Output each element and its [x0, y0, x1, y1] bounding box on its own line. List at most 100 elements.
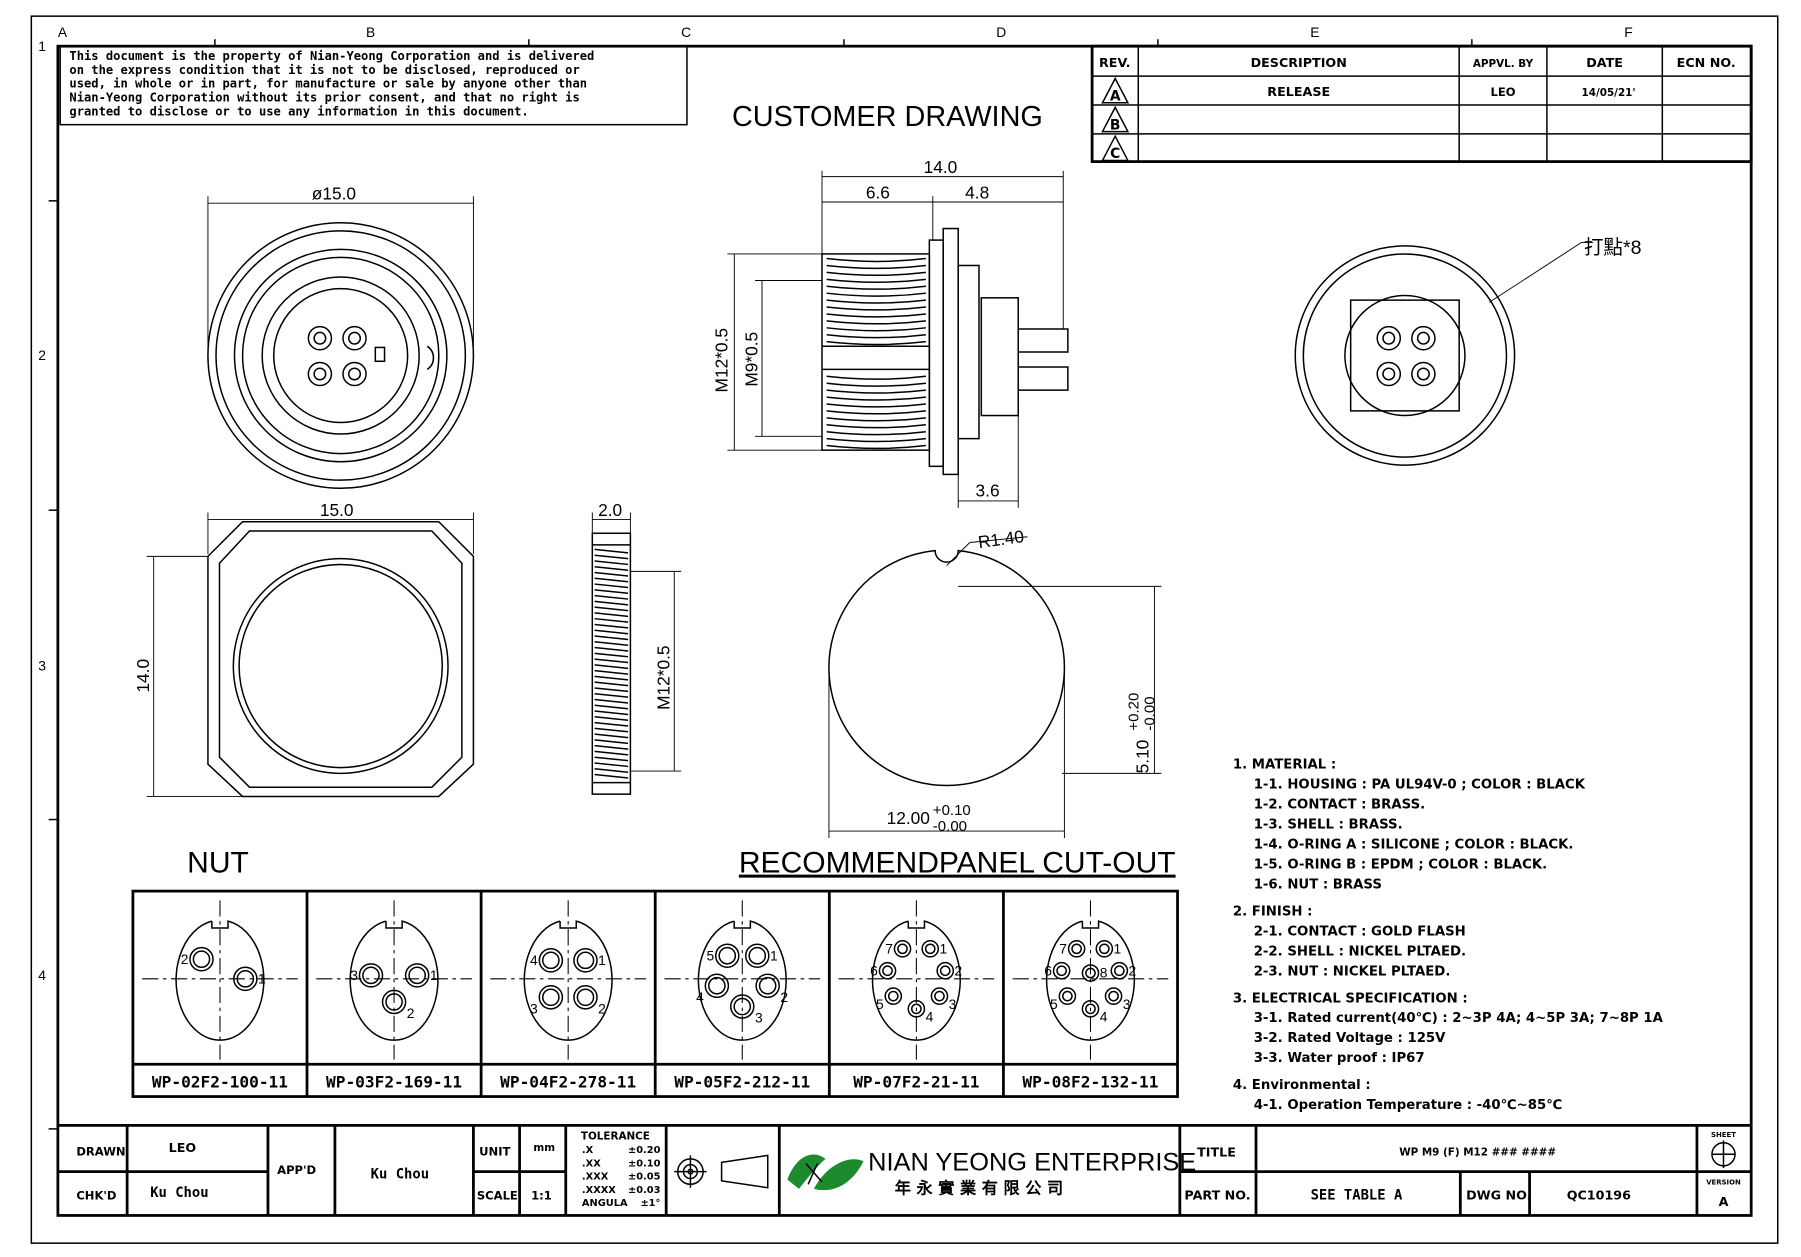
unit-label: UNIT — [479, 1144, 510, 1158]
thread-hatching — [826, 257, 926, 450]
notice-line: This document is the property of Nian-Ye… — [69, 49, 594, 63]
rev-letter: B — [1110, 117, 1121, 133]
pin-contact — [878, 961, 897, 980]
pin-number: 1 — [770, 947, 778, 963]
pin-number: 3 — [530, 1000, 538, 1016]
company-name-zh: 年 永 實 業 有 限 公 司 — [895, 1179, 1063, 1198]
scale-label: SCALE — [477, 1188, 518, 1202]
checked-label: CHK'D — [76, 1188, 116, 1202]
dwg-no-value: QC10196 — [1567, 1187, 1631, 1202]
inner-frame — [56, 44, 1753, 1217]
dwg-no-label: DWG NO. — [1466, 1187, 1531, 1202]
zone-ticks — [48, 39, 1473, 1130]
notice-line: used, in whole or in part, for manufactu… — [69, 77, 587, 91]
tolerance-value: ±0.03 — [628, 1185, 661, 1196]
note-line: 3. ELECTRICAL SPECIFICATION : — [1233, 991, 1468, 1006]
company-logo — [787, 1154, 864, 1191]
pin-number: 2 — [181, 951, 189, 967]
rev-date: 14/05/21' — [1582, 87, 1636, 99]
part-number: WP-03F2-169-11 — [326, 1072, 462, 1091]
drawing-title: CUSTOMER DRAWING — [732, 101, 1043, 133]
property-notice: This document is the property of Nian-Ye… — [59, 45, 688, 126]
pin-number: 5 — [876, 996, 884, 1012]
note-line: 1. MATERIAL : — [1233, 758, 1336, 773]
side-dim-b: 4.8 — [965, 183, 989, 203]
date-header: DATE — [1586, 55, 1623, 70]
approved-by-header: APPVL. BY — [1473, 58, 1534, 70]
pin-number: 4 — [696, 989, 704, 1005]
rev-header: REV. — [1099, 55, 1130, 70]
rev-approved-by: LEO — [1491, 85, 1516, 99]
pin-contact — [573, 948, 598, 973]
tolerance-precision: .XXX — [582, 1172, 609, 1183]
part-number: WP-02F2-100-11 — [152, 1072, 288, 1091]
outer-border — [30, 15, 1779, 1244]
pin-number: 3 — [1123, 996, 1131, 1012]
pin-contact — [884, 987, 903, 1005]
rev-triangle-c: C — [1101, 134, 1130, 162]
note-line: 3-3. Water proof : IP67 — [1254, 1051, 1425, 1066]
pin-number: 3 — [755, 1010, 763, 1026]
front-view: ø15.0 — [207, 184, 475, 490]
pin-contact — [936, 961, 955, 980]
note-line: 3-1. Rated current(40℃) : 2~3P 4A; 4~5P … — [1254, 1011, 1664, 1026]
zone-a: A — [58, 24, 68, 40]
version-label: VERSION — [1706, 1178, 1741, 1186]
note-line: 2. FINISH : — [1233, 904, 1313, 919]
title-label: TITLE — [1197, 1145, 1236, 1160]
note-line: 1-5. O-RING B : EPDM ; COLOR : BLACK. — [1254, 858, 1548, 873]
nut-label: NUT — [187, 847, 249, 880]
pin-number: 1 — [598, 952, 606, 968]
note-line: 3-2. Rated Voltage : 125V — [1254, 1031, 1446, 1046]
rev-letter: A — [1110, 88, 1121, 104]
pin-number: 5 — [1050, 996, 1058, 1012]
zone-c: C — [681, 24, 691, 40]
title-block: DRAWN LEO CHK'D Ku Chou APP'D Ku Chou UN… — [57, 1124, 1752, 1216]
cutout-flat-dim: 5.10 — [1133, 740, 1153, 774]
zone-f: F — [1624, 24, 1632, 40]
scale-value: 1:1 — [531, 1188, 552, 1202]
pin-number: 2 — [598, 1000, 606, 1016]
tolerance-precision: ANGULA — [582, 1198, 628, 1209]
pin-contact — [1081, 964, 1100, 982]
zone-2: 2 — [38, 347, 46, 363]
note-line: 1-3. SHELL : BRASS. — [1254, 818, 1403, 833]
pin-number: 2 — [1129, 962, 1137, 978]
rev-letter: C — [1110, 146, 1120, 162]
description-header: DESCRIPTION — [1251, 55, 1347, 70]
pin-number: 8 — [1100, 965, 1108, 981]
panel-cutout-view: R1.40 12.00 +0.10 -0.00 5.10 +0.20 -0.00 — [828, 526, 1162, 838]
pin-contact — [381, 989, 407, 1015]
tolerance-value: ±0.20 — [628, 1145, 661, 1156]
pin-contact — [744, 943, 770, 969]
nut-side-view: 2.0 M12*0.5 — [591, 500, 682, 795]
specification-notes: 1. MATERIAL :1-1. HOUSING : PA UL94V-0 ;… — [1233, 758, 1664, 1113]
pin-number: 2 — [954, 962, 962, 978]
side-m9-dim: M9*0.5 — [741, 332, 761, 387]
drawn-label: DRAWN — [76, 1144, 125, 1158]
notice-line: Nian-Yeong Corporation without its prior… — [69, 91, 579, 105]
cutout-radius-dim: R1.40 — [977, 526, 1025, 552]
note-line: 2-1. CONTACT : GOLD FLASH — [1254, 924, 1466, 939]
pin-number: 3 — [949, 996, 957, 1012]
tolerance-precision: .XXXX — [582, 1185, 616, 1196]
zone-4: 4 — [38, 967, 46, 983]
pin-contact — [930, 987, 949, 1005]
part-number: WP-04F2-278-11 — [500, 1072, 636, 1091]
cutout-flat-tol-plus: +0.20 — [1125, 693, 1142, 731]
note-line: 4-1. Operation Temperature : -40℃~85℃ — [1254, 1098, 1563, 1113]
note-line: 1-6. NUT : BRASS — [1254, 878, 1382, 893]
version-value: A — [1719, 1194, 1729, 1209]
part-number: WP-07F2-21-11 — [853, 1072, 979, 1091]
pin-number: 6 — [1044, 962, 1052, 978]
rev-description: RELEASE — [1267, 84, 1330, 99]
pin-number: 1 — [939, 940, 947, 956]
pin-number: 1 — [430, 967, 438, 983]
revision-table: REV. DESCRIPTION APPVL. BY DATE ECN NO. … — [1090, 44, 1753, 163]
